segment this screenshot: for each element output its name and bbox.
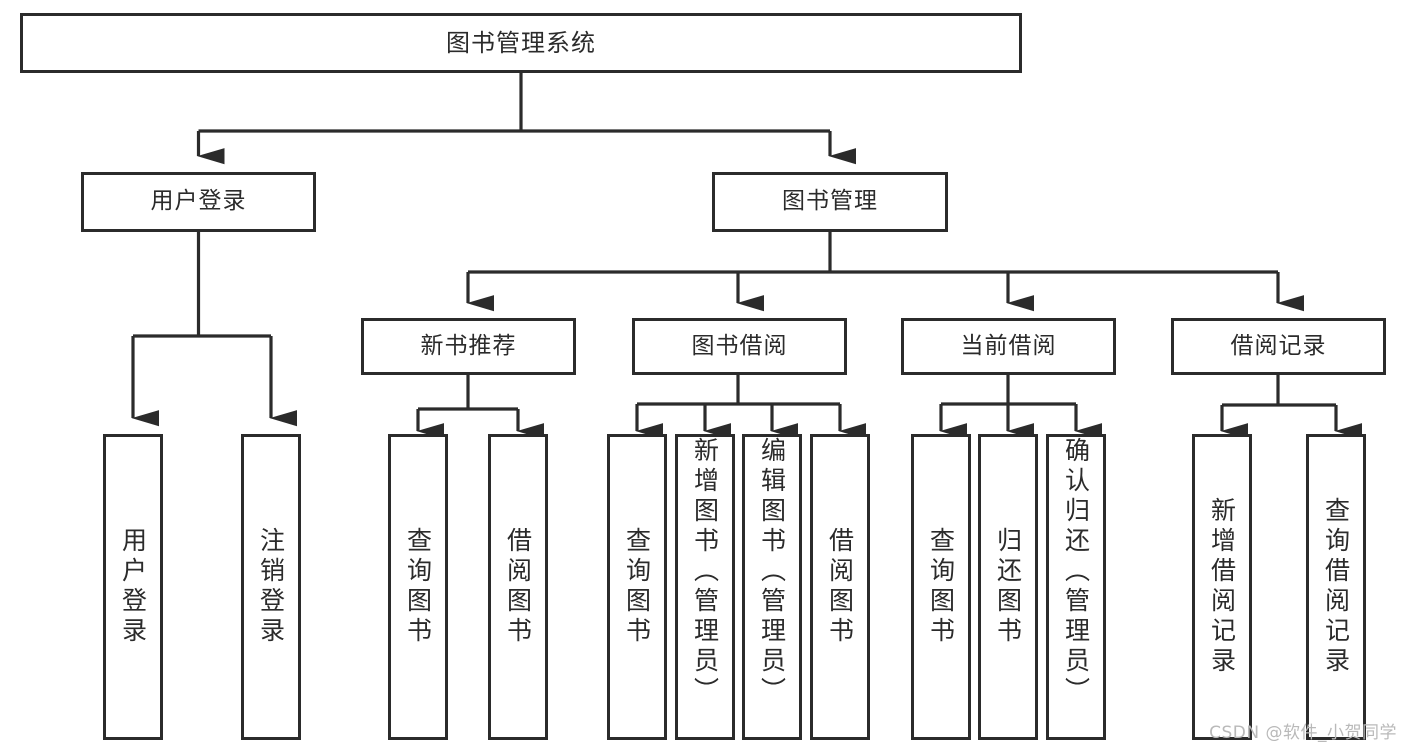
node-user-login[interactable]: 用户登录 — [81, 172, 316, 232]
node-leaf-user-logout-label: 注销登录 — [256, 527, 286, 647]
node-book-manage-label: 图书管理 — [782, 188, 878, 215]
node-leaf-add-book[interactable]: 新增图书（管理员） — [675, 434, 735, 740]
node-leaf-borrow-book-1-label: 借阅图书 — [503, 527, 533, 647]
node-new-book-rec-label: 新书推荐 — [420, 332, 517, 359]
node-leaf-add-record[interactable]: 新增借阅记录 — [1192, 434, 1252, 740]
node-leaf-query-record[interactable]: 查询借阅记录 — [1306, 434, 1366, 740]
node-leaf-return-book[interactable]: 归还图书 — [978, 434, 1038, 740]
node-book-borrow-label: 图书借阅 — [691, 332, 788, 359]
node-leaf-query-book-3-label: 查询图书 — [926, 527, 956, 647]
node-leaf-query-book-2-label: 查询图书 — [622, 527, 652, 647]
node-leaf-confirm-return[interactable]: 确认归还（管理员） — [1046, 434, 1106, 740]
node-leaf-add-book-label: 新增图书（管理员） — [690, 437, 720, 707]
node-new-book-rec[interactable]: 新书推荐 — [361, 318, 576, 375]
node-leaf-borrow-book-1[interactable]: 借阅图书 — [488, 434, 548, 740]
node-leaf-borrow-book-2-label: 借阅图书 — [825, 527, 855, 647]
node-leaf-edit-book-label: 编辑图书（管理员） — [757, 437, 787, 707]
node-user-login-label: 用户登录 — [150, 188, 247, 215]
node-leaf-user-logout[interactable]: 注销登录 — [241, 434, 301, 740]
node-book-manage[interactable]: 图书管理 — [712, 172, 948, 232]
node-root-label: 图书管理系统 — [446, 28, 596, 57]
node-leaf-borrow-book-2[interactable]: 借阅图书 — [810, 434, 870, 740]
node-leaf-query-book-2[interactable]: 查询图书 — [607, 434, 667, 740]
node-book-borrow[interactable]: 图书借阅 — [632, 318, 847, 375]
node-leaf-return-book-label: 归还图书 — [993, 527, 1023, 647]
node-leaf-edit-book[interactable]: 编辑图书（管理员） — [742, 434, 802, 740]
node-leaf-query-book-1-label: 查询图书 — [403, 527, 433, 647]
node-borrow-record-label: 借阅记录 — [1230, 332, 1327, 359]
node-leaf-query-book-1[interactable]: 查询图书 — [388, 434, 448, 740]
watermark-text: CSDN @软件_小贺同学 — [1209, 723, 1397, 743]
node-current-borrow-label: 当前借阅 — [960, 332, 1057, 359]
node-leaf-confirm-return-label: 确认归还（管理员） — [1061, 437, 1091, 707]
node-root[interactable]: 图书管理系统 — [20, 13, 1022, 73]
node-leaf-query-book-3[interactable]: 查询图书 — [911, 434, 971, 740]
node-leaf-user-login-label: 用户登录 — [118, 527, 148, 647]
node-leaf-query-record-label: 查询借阅记录 — [1321, 497, 1351, 677]
node-current-borrow[interactable]: 当前借阅 — [901, 318, 1116, 375]
node-leaf-add-record-label: 新增借阅记录 — [1207, 497, 1237, 677]
node-leaf-user-login[interactable]: 用户登录 — [103, 434, 163, 740]
node-borrow-record[interactable]: 借阅记录 — [1171, 318, 1386, 375]
